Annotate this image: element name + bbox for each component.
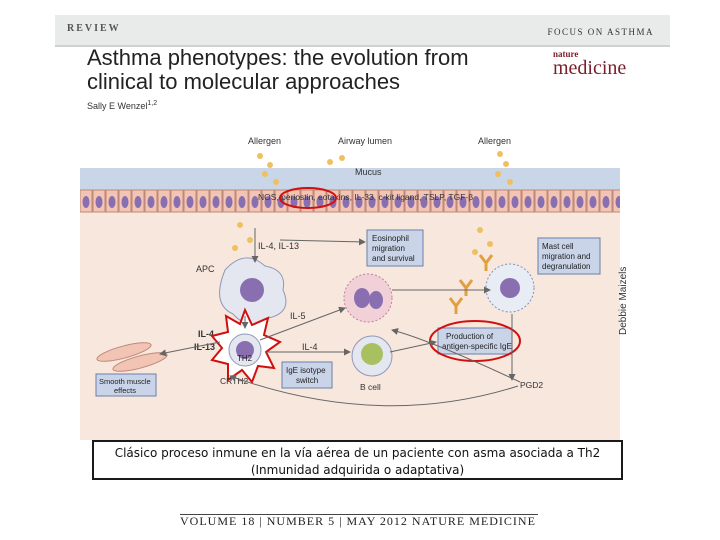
ige-label-1: IgE isotype (286, 366, 326, 375)
title-line-2: clinical to molecular approaches (87, 70, 469, 94)
b-cell (352, 336, 392, 376)
epithelial-nucleus (239, 196, 246, 208)
eos-label-1: Eosinophil (372, 234, 409, 243)
caption-line-2: (Inmunidad adquirida o adaptativa) (94, 462, 621, 479)
mucus-label: Mucus (355, 167, 382, 177)
il4-left-label: IL-4 (198, 329, 214, 339)
mucus-layer (80, 168, 620, 190)
epithelial-nucleus (564, 196, 571, 208)
epithelial-nucleus (603, 196, 610, 208)
il5-label: IL-5 (290, 311, 306, 321)
smooth-label-1: Smooth muscle (99, 377, 151, 386)
epithelial-nucleus (551, 196, 558, 208)
asthma-immune-diagram: Allergen Airway lumen Allergen Mucus NOS… (80, 130, 620, 440)
epithelial-nucleus (213, 196, 220, 208)
slide-caption: Clásico proceso inmune en la vía aérea d… (92, 440, 623, 480)
mast-label-2: migration and (542, 252, 590, 261)
mast-cell (486, 264, 534, 312)
epithelial-nucleus (226, 196, 233, 208)
journal-header-bar: REVIEW FOCUS ON ASTHMA (55, 15, 670, 47)
epithelial-nucleus (83, 196, 90, 208)
epithelial-nucleus (486, 196, 493, 208)
b-cell-label: B cell (360, 382, 381, 392)
prod-label-1: Production of (446, 332, 494, 341)
epithelial-nucleus (148, 196, 155, 208)
th2-label: TH2 (237, 354, 253, 363)
prod-label-2: antigen-specific IgE (442, 342, 512, 351)
epithelial-nucleus (200, 196, 207, 208)
eos-label-3: and survival (372, 254, 415, 263)
caption-line-1: Clásico proceso inmune en la vía aérea d… (94, 445, 621, 462)
mast-label-3: degranulation (542, 262, 590, 271)
il4-il13-label: IL-4, IL-13 (258, 241, 299, 251)
series-label: FOCUS ON ASTHMA (547, 27, 654, 37)
ige-label-2: switch (296, 376, 318, 385)
allergen-label-left: Allergen (248, 136, 281, 146)
epithelial-nucleus (109, 196, 116, 208)
pgd2-label: PGD2 (520, 380, 543, 390)
eos-label-2: migration (372, 244, 405, 253)
epithelial-nucleus (538, 196, 545, 208)
title-line-1: Asthma phenotypes: the evolution from (87, 46, 469, 70)
epithelial-nucleus (174, 196, 181, 208)
author-line: Sally E Wenzel1,2 (87, 100, 157, 111)
airway-lumen-label: Airway lumen (338, 136, 392, 146)
epithelial-nucleus (96, 196, 103, 208)
article-title: Asthma phenotypes: the evolution from cl… (87, 46, 469, 94)
epithelial-nucleus (135, 196, 142, 208)
figure-credit: Debbie Maizels (618, 267, 629, 335)
allergen-label-right: Allergen (478, 136, 511, 146)
epithelial-nucleus (187, 196, 194, 208)
section-label: REVIEW (67, 23, 121, 34)
logo-big-text: medicine (553, 59, 663, 77)
epithelial-nucleus (499, 196, 506, 208)
eosinophil-cell (344, 274, 392, 322)
il4-mid-label: IL-4 (302, 342, 318, 352)
apc-label: APC (196, 264, 215, 274)
epithelial-nucleus (525, 196, 532, 208)
epithelial-nucleus (473, 196, 480, 208)
epithelial-nucleus (161, 196, 168, 208)
journal-logo: nature medicine (553, 50, 663, 77)
journal-footer: VOLUME 18 | NUMBER 5 | MAY 2012 NATURE M… (180, 514, 536, 529)
epithelial-nucleus (590, 196, 597, 208)
epithelial-mediators-label: NOS, periostin, eotaxins, IL-33, c-kit l… (258, 192, 473, 202)
epithelial-nucleus (512, 196, 519, 208)
mast-label-1: Mast cell (542, 242, 574, 251)
smooth-label-2: effects (114, 386, 136, 395)
author-name: Sally E Wenzel (87, 101, 147, 111)
epithelial-nucleus (122, 196, 129, 208)
author-affiliation: 1,2 (147, 100, 157, 107)
epithelial-nucleus (577, 196, 584, 208)
